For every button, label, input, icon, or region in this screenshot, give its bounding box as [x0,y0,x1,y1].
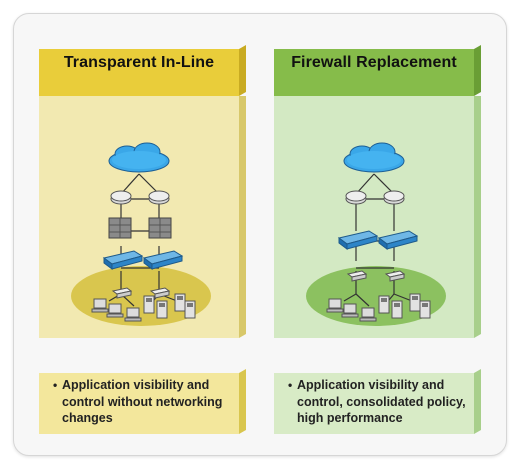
panel-body [274,96,481,338]
router-icon [110,190,132,205]
transparent-inline-panel: Transparent In-Line [39,45,246,338]
firewall-replacement-panel: Firewall Replacement [274,45,481,338]
server-icon [378,295,390,314]
bullet-item: • Application visibility and control, co… [288,377,476,427]
security-appliance-icon [377,230,419,250]
bullet-box-shape [274,369,481,434]
router-icon [148,190,170,205]
bullet-text: Application visibility and control, cons… [297,378,466,425]
switch-icon [111,287,133,299]
workstation-icon [91,298,109,313]
switch-icon [384,270,406,282]
cloud-icon [343,142,405,173]
security-appliance-icon [337,230,379,250]
panel-title: Transparent In-Line [63,54,215,71]
server-icon [143,295,155,314]
panel-body [39,96,246,338]
bullet-dot-icon: • [288,378,293,392]
switch-icon [149,287,171,299]
security-appliance-icon [102,250,144,270]
network-diagram [274,96,481,338]
switch-icon [346,270,368,282]
server-icon [419,300,431,319]
workstation-icon [341,303,359,318]
bullet-item: • Application visibility and control wit… [53,377,241,427]
bullet-box-shape [39,369,246,434]
server-icon [184,300,196,319]
server-icon [391,300,403,319]
bullet-dot-icon: • [53,378,58,392]
panel-header-shape [39,45,246,96]
workstation-icon [326,298,344,313]
bullet-text: Application visibility and control witho… [62,378,223,425]
panel-header: Firewall Replacement [274,45,481,96]
transparent-inline-bullet-box: • Application visibility and control wit… [39,369,246,434]
server-icon [174,293,186,312]
workstation-icon [359,307,377,322]
firewall-icon [148,217,172,239]
workstation-icon [124,307,142,322]
router-icon [345,190,367,205]
server-icon [156,300,168,319]
panel-header-shape [274,45,481,96]
server-icon [409,293,421,312]
cloud-icon [108,142,170,173]
security-appliance-icon [142,250,184,270]
panel-header: Transparent In-Line [39,45,246,96]
workstation-icon [106,303,124,318]
router-icon [383,190,405,205]
network-diagram [39,96,246,338]
firewall-replacement-bullet-box: • Application visibility and control, co… [274,369,481,434]
panel-title: Firewall Replacement [291,54,457,71]
firewall-icon [108,217,132,239]
